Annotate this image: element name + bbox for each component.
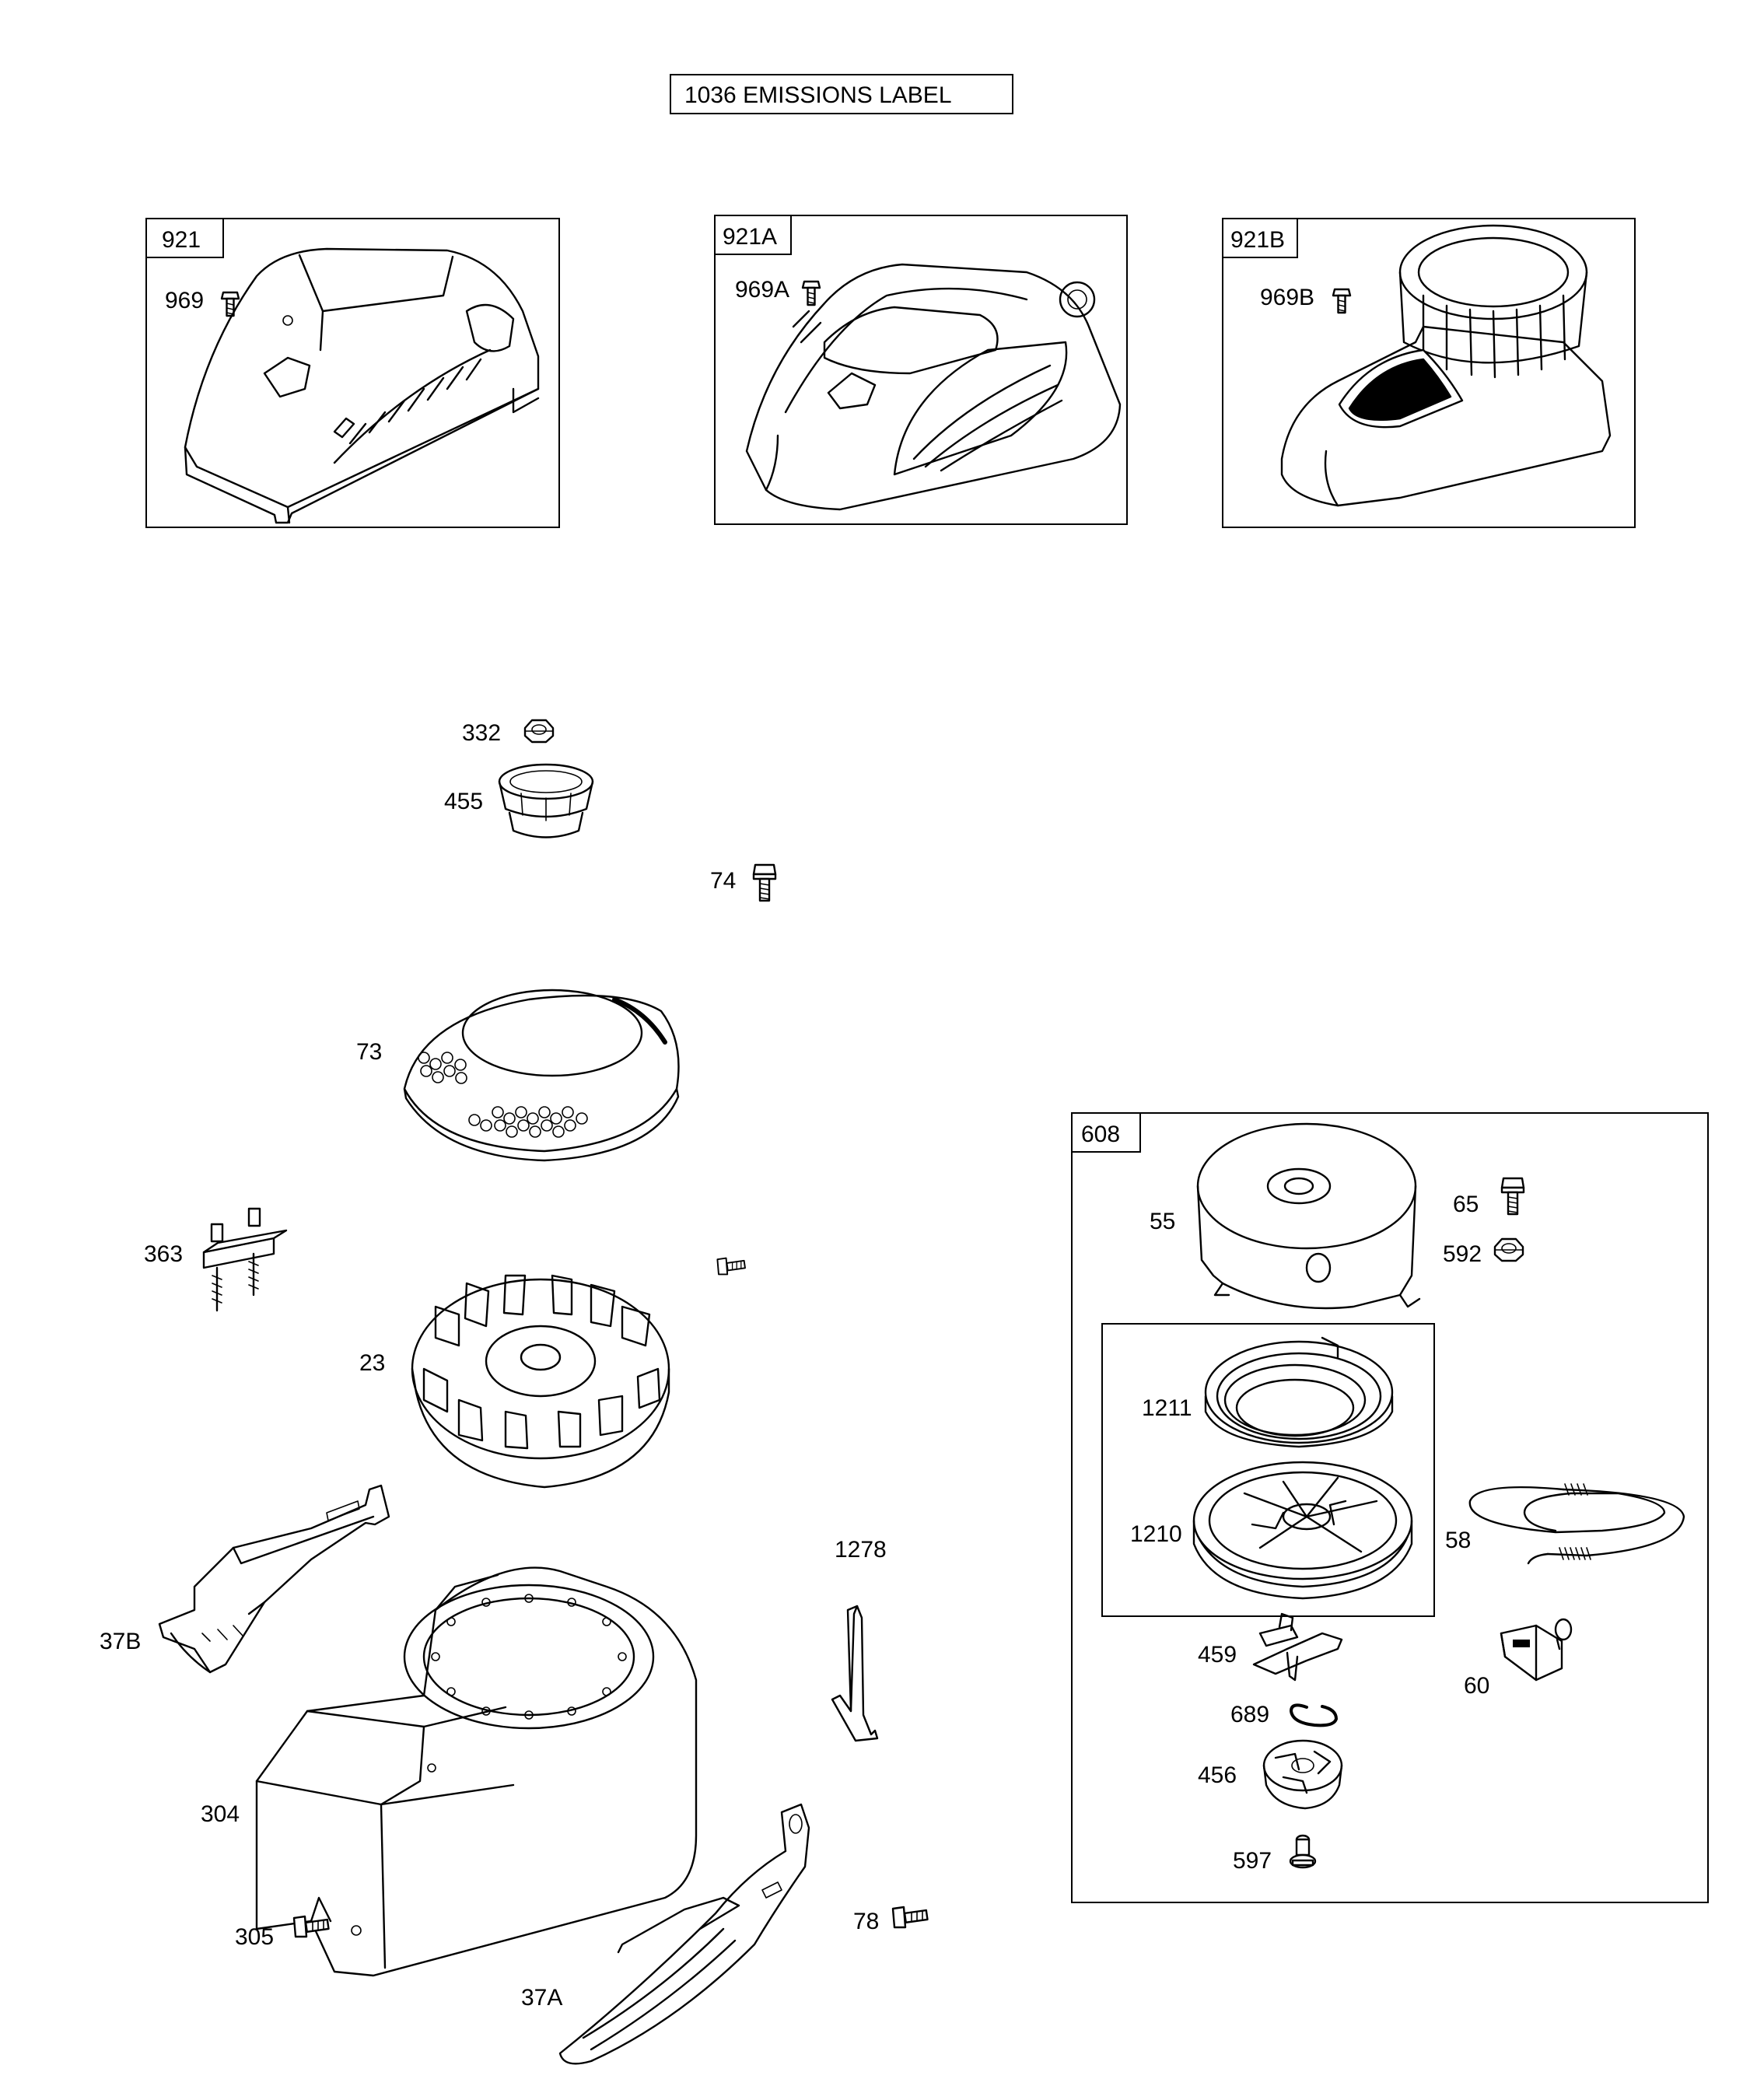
kit-921a-number: 921A bbox=[723, 224, 777, 250]
air-guide-37b-drawing bbox=[158, 1484, 390, 1674]
screw-969b-label: 969B bbox=[1260, 285, 1314, 310]
emissions-label-box bbox=[670, 74, 1013, 114]
pulley-1210-drawing bbox=[1192, 1461, 1413, 1600]
screw-597-icon bbox=[1289, 1834, 1317, 1869]
cup-455-icon bbox=[498, 763, 594, 838]
starter-housing-55-drawing bbox=[1196, 1122, 1421, 1310]
flywheel-23-drawing bbox=[411, 1274, 670, 1489]
blower-cover-921-drawing bbox=[184, 247, 540, 524]
rope-58-label: 58 bbox=[1445, 1528, 1471, 1553]
nut-332-icon bbox=[523, 719, 555, 744]
starter-housing-55-label: 55 bbox=[1150, 1209, 1175, 1234]
blower-cover-921b-drawing bbox=[1280, 224, 1612, 507]
pulley-1210-label: 1210 bbox=[1130, 1521, 1182, 1547]
clip-363-icon bbox=[202, 1207, 288, 1312]
baffle-37a-label: 37A bbox=[521, 1985, 562, 2011]
flywheel-23-label: 23 bbox=[359, 1350, 385, 1376]
rotating-screen-73-drawing bbox=[403, 989, 680, 1162]
bolt-74-label: 74 bbox=[710, 868, 736, 894]
screw-969b-icon bbox=[1332, 288, 1352, 314]
screw-969a-label: 969A bbox=[735, 277, 789, 303]
dog-459-label: 459 bbox=[1198, 1642, 1237, 1668]
nut-332-label: 332 bbox=[462, 720, 501, 746]
bolt-78-icon bbox=[891, 1906, 929, 1929]
baffle-37b-label: 37B bbox=[100, 1629, 141, 1654]
screw-969a-icon bbox=[801, 280, 821, 306]
starter-dog-459-drawing bbox=[1252, 1612, 1343, 1682]
spring-1211-label: 1211 bbox=[1142, 1395, 1192, 1421]
nut-592-label: 592 bbox=[1443, 1241, 1482, 1267]
screw-969-icon bbox=[220, 291, 240, 317]
bolt-78-label: 78 bbox=[853, 1909, 879, 1934]
screen-73-label: 73 bbox=[356, 1039, 382, 1065]
retainer-456-label: 456 bbox=[1198, 1762, 1237, 1788]
screw-597-label: 597 bbox=[1233, 1848, 1272, 1874]
retainer-456-drawing bbox=[1262, 1739, 1343, 1810]
air-guide-37a-drawing bbox=[558, 1803, 810, 2065]
screw-969-label: 969 bbox=[165, 288, 204, 313]
starter-rope-58-drawing bbox=[1468, 1483, 1685, 1565]
bracket-1278-drawing bbox=[831, 1605, 879, 1742]
bolt-65-label: 65 bbox=[1453, 1192, 1479, 1217]
kit-921-number: 921 bbox=[162, 227, 201, 253]
handle-60-label: 60 bbox=[1464, 1673, 1489, 1699]
kit-608-number: 608 bbox=[1081, 1122, 1120, 1147]
ring-689-label: 689 bbox=[1230, 1702, 1269, 1727]
blower-cover-921a-drawing bbox=[745, 263, 1122, 511]
clip-363-label: 363 bbox=[144, 1241, 183, 1267]
kit-921b-number: 921B bbox=[1230, 227, 1285, 253]
starter-handle-60-drawing bbox=[1500, 1618, 1573, 1682]
nut-592-icon bbox=[1493, 1237, 1524, 1262]
kit-608-panel: 608 bbox=[1071, 1112, 1709, 1903]
kit-921b-panel: 921B 969B bbox=[1222, 218, 1636, 528]
screw-1278-icon bbox=[716, 1257, 746, 1276]
bolt-65-icon bbox=[1500, 1177, 1525, 1216]
housing-304-label: 304 bbox=[201, 1801, 240, 1827]
kit-921a-panel: 921A 969A bbox=[714, 215, 1128, 525]
kit-921-panel: 921 969 bbox=[145, 218, 560, 528]
rewind-spring-1211-drawing bbox=[1204, 1336, 1394, 1448]
emissions-label-text: 1036 EMISSIONS LABEL bbox=[684, 82, 952, 108]
bolt-305-label: 305 bbox=[235, 1924, 274, 1950]
blower-housing-304-drawing bbox=[255, 1566, 698, 1977]
retaining-ring-689-icon bbox=[1290, 1703, 1338, 1727]
screw-1278-label: 1278 bbox=[835, 1537, 887, 1563]
cup-455-label: 455 bbox=[444, 789, 483, 814]
spring-pulley-subkit-box bbox=[1101, 1323, 1435, 1617]
bolt-74-icon bbox=[752, 863, 777, 902]
